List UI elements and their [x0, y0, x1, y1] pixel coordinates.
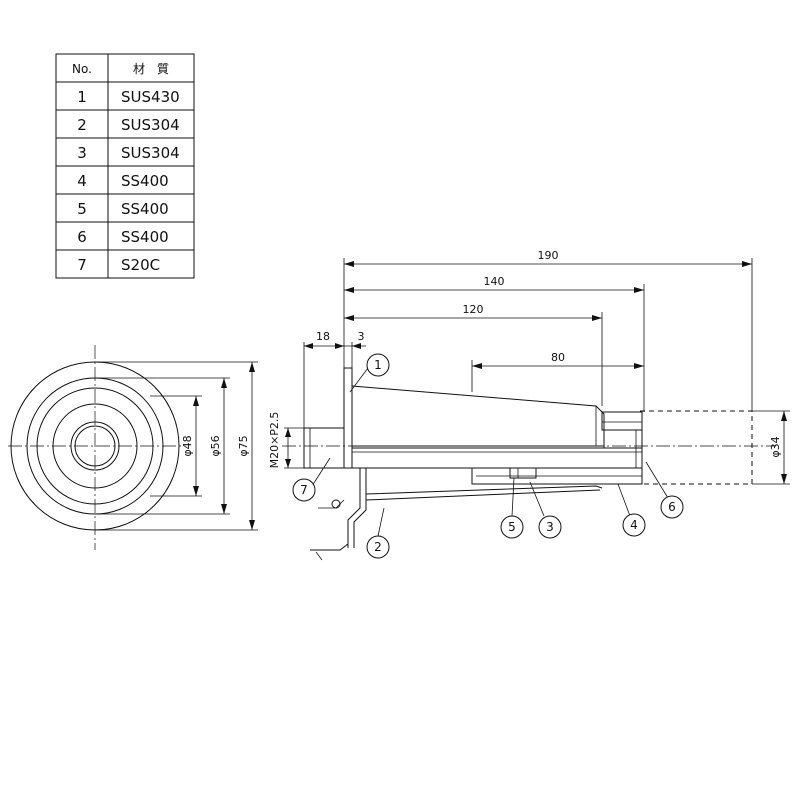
part-7-shaft	[351, 447, 643, 469]
table-cell-no: 4	[77, 172, 87, 190]
dimension-arrow	[344, 315, 354, 321]
material-table: No. 材 質 1 SUS430 2 SUS304 3 SUS304 4 SS4…	[55, 53, 195, 279]
callout-7-label: 7	[300, 483, 308, 497]
dimension-arrow	[304, 343, 313, 349]
dimension-arrow	[742, 261, 752, 267]
dimension-label-3: 3	[358, 330, 365, 343]
callout-2-label: 2	[374, 540, 382, 554]
part-2-arm-inner	[353, 468, 367, 548]
callout-6	[660, 495, 684, 519]
dimension-arrow	[344, 261, 354, 267]
table-header-no: No.	[72, 62, 92, 76]
callout-5-label: 5	[508, 520, 516, 534]
dimension-arrow	[344, 287, 354, 293]
dimension-label-phi56: φ56	[209, 435, 222, 456]
leader-line	[349, 367, 369, 393]
part-2-brace	[365, 485, 603, 495]
table-cell-material: SS400	[121, 172, 169, 190]
table-cell-no: 5	[77, 200, 87, 218]
dimension-label-phi48: φ48	[181, 435, 194, 456]
dimension-arrow	[781, 411, 787, 421]
callout-6-label: 6	[668, 500, 676, 514]
table-cell-material: SUS430	[121, 88, 180, 106]
leader-line	[377, 507, 385, 537]
part-2-pin	[331, 499, 341, 509]
dimension-arrow	[634, 363, 644, 369]
circle-bore-outer	[70, 421, 120, 471]
dimension-arrow	[335, 343, 344, 349]
part-5-block	[509, 467, 537, 479]
dimension-arrow	[592, 315, 602, 321]
leader-line	[529, 481, 545, 517]
part-1-flange	[343, 367, 353, 469]
callout-1-label: 1	[374, 358, 382, 372]
callout-2	[366, 535, 390, 559]
dimension-arrow	[193, 396, 199, 406]
circle-phi48	[36, 387, 154, 505]
dimension-label-80: 80	[551, 351, 565, 364]
dimension-label-18: 18	[316, 330, 330, 343]
dimension-arrow	[193, 486, 199, 496]
dimension-label-phi75: φ75	[237, 435, 250, 456]
callout-4-label: 4	[630, 518, 638, 532]
dimension-arrow	[472, 363, 482, 369]
table-cell-material: SUS304	[121, 116, 180, 134]
hidden-outline-extension	[640, 410, 753, 485]
table-cell-no: 7	[77, 256, 87, 274]
part-2-brace-lower	[365, 489, 601, 501]
part-2-fixing	[318, 499, 345, 509]
dimension-arrow	[285, 428, 291, 437]
part-2-arm-outer	[347, 468, 361, 548]
leader-line	[645, 461, 669, 499]
part-6-nozzle	[601, 411, 643, 431]
callout-3	[538, 515, 562, 539]
front-view: φ48 φ56 φ75	[8, 345, 258, 550]
table-cell-no: 3	[77, 144, 87, 162]
circle-bore-inner	[74, 425, 116, 467]
part-2-foot	[310, 543, 349, 551]
dimension-arrow	[221, 378, 227, 388]
table-cell-no: 2	[77, 116, 87, 134]
part-1-tapered-cover	[351, 385, 605, 447]
leader-line	[617, 483, 631, 517]
dimension-arrow	[781, 474, 787, 484]
leader-line	[311, 457, 331, 487]
table-header-material: 材 質	[133, 61, 169, 76]
dimension-arrow	[249, 362, 255, 372]
part-6-collar	[603, 429, 643, 449]
callout-1	[366, 353, 390, 377]
callout-4	[622, 513, 646, 537]
dimension-label-190: 190	[538, 249, 559, 262]
table-cell-no: 6	[77, 228, 87, 246]
dimension-label-phi34: φ34	[769, 436, 782, 457]
dimension-label-120: 120	[463, 303, 484, 316]
dimension-arrow	[221, 504, 227, 514]
dimension-arrow	[285, 459, 291, 468]
dimension-label-140: 140	[484, 275, 505, 288]
circle-inner	[52, 403, 138, 489]
table-cell-material: SUS304	[121, 144, 180, 162]
dimension-label-thread: M20×P2.5	[268, 412, 281, 469]
part-2-foot-mark	[315, 551, 323, 561]
callout-7	[292, 478, 316, 502]
dimension-arrow	[352, 343, 361, 349]
side-view: M20×P2.5 190	[268, 249, 790, 561]
table-cell-material: SS400	[121, 228, 169, 246]
leader-line	[511, 477, 515, 517]
table-cell-material: S20C	[121, 256, 160, 274]
dimension-arrow	[634, 287, 644, 293]
table-cell-no: 1	[77, 88, 87, 106]
dimension-arrow	[249, 520, 255, 530]
callout-5	[500, 515, 524, 539]
table-cell-material: SS400	[121, 200, 169, 218]
callout-3-label: 3	[546, 520, 554, 534]
